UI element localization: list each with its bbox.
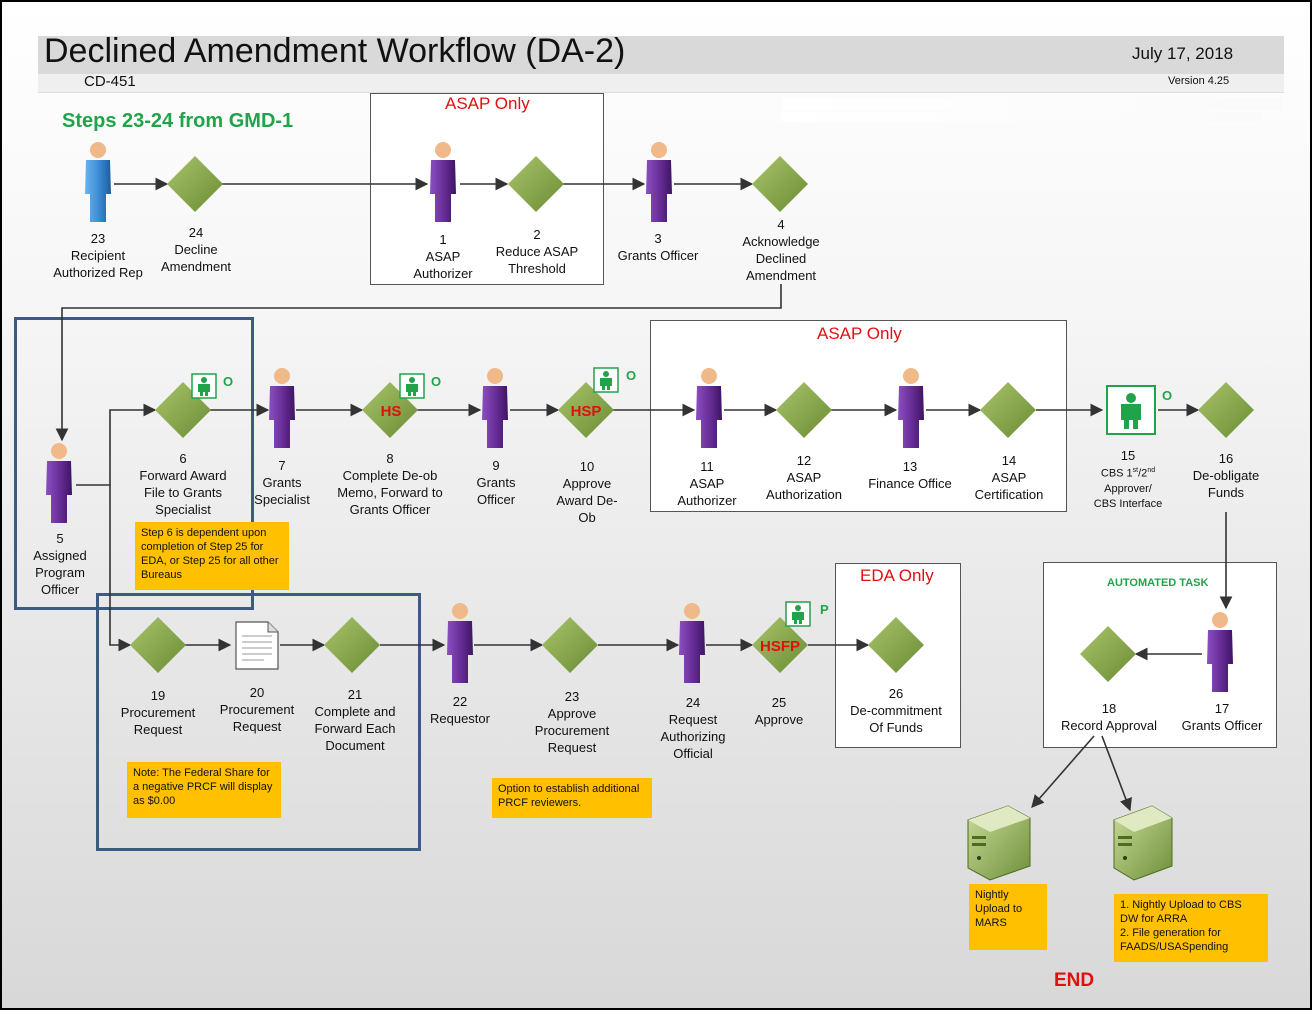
automated-task-title: AUTOMATED TASK [1107, 577, 1209, 589]
person-icon-n11 [696, 368, 722, 448]
note-mars-upload: Nightly Upload to MARS [969, 884, 1047, 950]
diamond-n19 [130, 617, 186, 673]
note-prcf: Option to establish additional PRCF revi… [492, 778, 652, 818]
document-version: Version 4.25 [1168, 75, 1230, 87]
diamond-shapes [130, 156, 1254, 682]
diamond-label-n8: HS [381, 403, 402, 420]
diamond-label-n25: HSFP [760, 638, 800, 655]
asap-only-title-top: ASAP Only [445, 94, 530, 113]
decorative-fade [782, 112, 1262, 122]
highlight-box-steps-5-6 [14, 317, 254, 610]
decorative-fade [782, 98, 1282, 110]
note-federal-share: Note: The Federal Share for a negative P… [127, 762, 281, 818]
diamond-n25 [752, 617, 808, 673]
person-icon-n22 [447, 603, 473, 683]
automated-task-box [1043, 562, 1277, 748]
diamond-n12 [776, 382, 832, 438]
diamond-n16 [1198, 382, 1254, 438]
person-icon-n9 [482, 368, 508, 448]
note-cbs-line1: 1. Nightly Upload to CBS DW for ARRA [1120, 899, 1242, 925]
system-icon-n15 [1106, 385, 1156, 435]
document-code: CD-451 [84, 73, 136, 90]
diamond-n18 [1080, 626, 1136, 682]
document-date: July 17, 2018 [1132, 44, 1234, 63]
role-marker-n6: O [223, 374, 233, 389]
diamond-label-n10: HSP [571, 403, 602, 420]
diamond-n26 [868, 617, 924, 673]
person-icon-n7 [269, 368, 295, 448]
diamond-n2 [508, 156, 564, 212]
server-icon-cbs [1113, 805, 1173, 881]
person-icon-n23-top [85, 142, 111, 222]
diamond-n23 [542, 617, 598, 673]
note-cbs-line2: 2. File generation for FAADS/USASpending [1120, 927, 1229, 953]
subtitle-bar [38, 74, 1284, 93]
diamond-n4 [752, 156, 808, 212]
role-badge-icons [191, 367, 811, 627]
person-icons [46, 142, 1233, 692]
role-badge-icon-n10 [593, 367, 619, 393]
note-step6: Step 6 is dependent upon completion of S… [135, 522, 289, 590]
diamond-n10 [558, 382, 614, 438]
person-icon-n3 [646, 142, 672, 222]
role-badge-icon-n8 [399, 373, 425, 399]
role-badge-icon-n6 [191, 373, 217, 399]
note-cbs-upload: 1. Nightly Upload to CBS DW for ARRA 2. … [1114, 894, 1268, 962]
person-icon-n13 [898, 368, 924, 448]
role-marker-n25: P [820, 602, 829, 617]
asap-only-title-mid: ASAP Only [817, 324, 902, 343]
highlight-box-steps-19-21 [96, 593, 421, 851]
diamond-n24-top [167, 156, 223, 212]
page-title: Declined Amendment Workflow (DA-2) [44, 32, 626, 70]
server-icon-mars [967, 805, 1031, 881]
person-icon-n1 [430, 142, 456, 222]
eda-only-title: EDA Only [860, 566, 934, 585]
asap-only-box-top [370, 93, 604, 285]
document-icon-n20 [235, 621, 279, 670]
diamond-n14 [980, 382, 1036, 438]
role-badge-icon-n25 [785, 601, 811, 627]
role-marker-n10: O [626, 368, 636, 383]
person-icon-n24 [679, 603, 705, 683]
role-marker-n8: O [431, 374, 441, 389]
steps-heading: Steps 23-24 from GMD-1 [62, 110, 294, 132]
diamond-n21 [324, 617, 380, 673]
person-icon-n17 [1207, 612, 1233, 692]
person-icon-n5 [46, 443, 72, 523]
role-marker-n15: O [1162, 388, 1172, 403]
end-label: END [1054, 970, 1095, 991]
title-bar [38, 36, 1284, 74]
